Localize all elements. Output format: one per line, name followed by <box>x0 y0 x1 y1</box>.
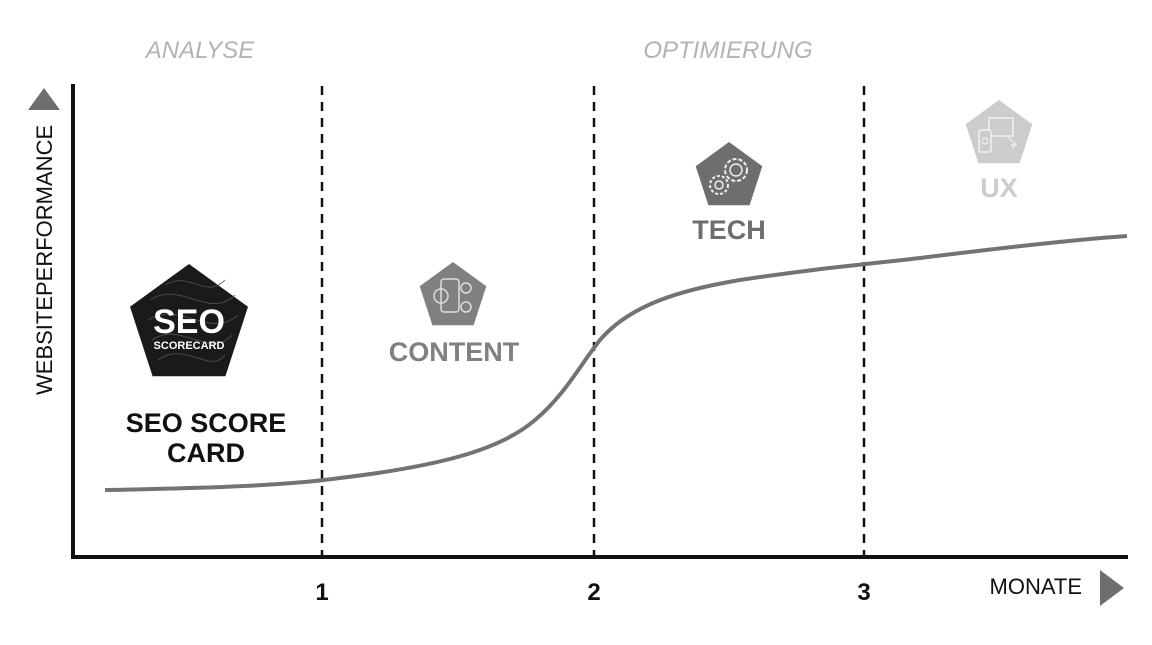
pentagon-shape <box>965 100 1033 164</box>
stage-label-seo-line1: SEO SCORE <box>126 408 287 438</box>
phase-optimization: OPTIMIERUNG <box>643 37 812 64</box>
x-tick-3: 3 <box>857 579 870 606</box>
badge-seo-text: SEO <box>153 303 225 341</box>
performance-curve <box>104 234 1128 492</box>
x-tick-2: 2 <box>587 579 600 606</box>
gears-icon <box>695 142 763 206</box>
stage-label-tech: TECH <box>692 215 766 245</box>
seo-scorecard-badge: SEO SCORECARD <box>130 264 248 377</box>
content-phone-icon <box>419 262 487 326</box>
stage-label-ux: UX <box>980 173 1018 203</box>
y-axis-label: WEBSITEPERFORMANCE <box>32 125 57 395</box>
x-axis-arrow-icon <box>1100 570 1124 606</box>
pentagon-shape <box>695 142 763 206</box>
x-tick-1: 1 <box>315 579 328 606</box>
phase-analysis: ANALYSE <box>144 37 256 64</box>
stage-label-seo-line2: CARD <box>167 438 245 468</box>
pentagon-shape <box>130 264 248 377</box>
y-axis-arrow-icon <box>28 88 60 110</box>
pentagon-shape <box>419 262 487 326</box>
devices-cursor-icon <box>965 100 1033 164</box>
badge-scorecard-text: SCORECARD <box>154 340 225 352</box>
x-axis-label: MONATE <box>990 574 1082 599</box>
stage-label-content: CONTENT <box>389 337 520 367</box>
